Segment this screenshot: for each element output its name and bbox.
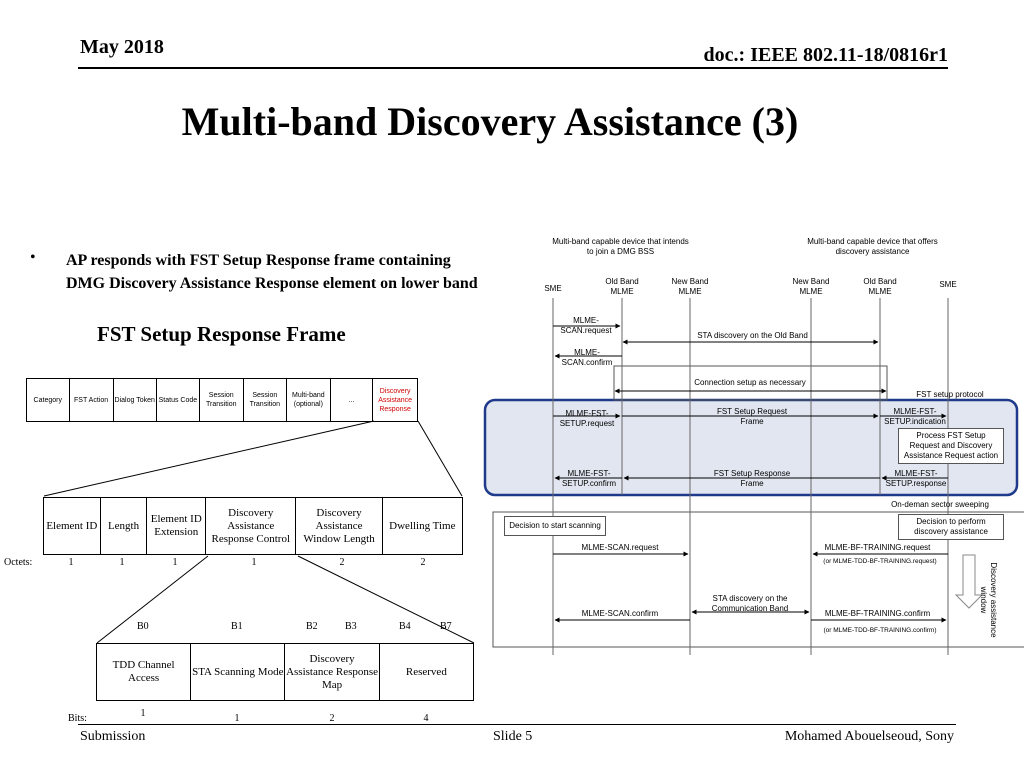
header-rule xyxy=(78,67,948,69)
fst-response-frame-label: FST Setup Response Frame xyxy=(713,469,791,488)
fst-setup-request-label: MLME-FST-SETUP.request xyxy=(559,409,615,428)
frame-field: Multi-band (optional) xyxy=(286,378,331,422)
fst-request-frame-label: FST Setup Request Frame xyxy=(716,407,788,426)
footer-author: Mohamed Abouelseoud, Sony xyxy=(784,729,954,744)
bf-training-request-label: MLME-BF-TRAINING.request xyxy=(824,543,931,552)
decision-scan-box: Decision to start scanning xyxy=(504,516,606,536)
element-field: Element ID Extension xyxy=(146,497,207,555)
control-field: TDD Channel Access xyxy=(95,643,192,701)
control-field: Reserved xyxy=(378,643,475,701)
bit-label: B0 xyxy=(137,621,149,632)
octet-value: 2 xyxy=(420,557,426,568)
bullet-text: AP responds with FST Setup Response fram… xyxy=(66,252,478,292)
fst-setup-response-label: MLME-FST-SETUP.response xyxy=(885,469,947,488)
bullet-marker: • xyxy=(30,249,36,266)
bit-label: B2 xyxy=(306,621,318,632)
control-field: Discovery Assistance Response Map xyxy=(284,643,380,701)
frame-field: Session Transition xyxy=(198,378,244,422)
old-band-right-label: Old Band MLME xyxy=(863,277,897,296)
bit-count: 1 xyxy=(234,713,240,724)
process-fst-box: Process FST Setup Request and Discovery … xyxy=(898,428,1004,464)
footer-rule xyxy=(78,724,956,725)
octet-value: 2 xyxy=(339,557,345,568)
fst-setup-confirm-label: MLME-FST-SETUP.confirm xyxy=(561,469,617,488)
new-band-left-label: New Band MLME xyxy=(671,277,709,296)
octet-value: 1 xyxy=(119,557,125,568)
right-device-label: Multi-band capable device that offers di… xyxy=(807,237,938,256)
octet-value: 1 xyxy=(68,557,74,568)
fst-frame-table: Category FST Action Dialog Token Status … xyxy=(26,378,418,422)
scan-request-label: MLME-SCAN.request xyxy=(560,316,612,335)
mlme-scan-confirm-label: MLME-SCAN.confirm xyxy=(581,609,659,618)
control-table: TDD Channel Access STA Scanning Mode Dis… xyxy=(95,643,475,701)
sta-discovery-old-label: STA discovery on the Old Band xyxy=(697,331,808,340)
control-field: STA Scanning Mode xyxy=(190,643,286,701)
bf-training-confirm-label: MLME-BF-TRAINING.confirm xyxy=(824,609,931,618)
element-table: Element ID Length Element ID Extension D… xyxy=(43,497,464,555)
bit-label: B4 xyxy=(399,621,411,632)
new-band-right-label: New Band MLME xyxy=(792,277,830,296)
connection-setup-label: Connection setup as necessary xyxy=(694,378,806,387)
frame-title: FST Setup Response Frame xyxy=(97,322,346,346)
octet-value: 1 xyxy=(251,557,257,568)
bit-label: B3 xyxy=(345,621,357,632)
frame-field-highlight: Discovery Assistance Response xyxy=(372,378,418,422)
header-date: May 2018 xyxy=(80,36,164,58)
element-field: Discovery Assistance Response Control xyxy=(205,497,297,555)
discovery-window-label: Discovery assistance window xyxy=(979,562,998,638)
bit-label: B7 xyxy=(440,621,452,632)
header-doc-id: doc.: IEEE 802.11-18/0816r1 xyxy=(703,44,948,66)
mlme-scan-request-label: MLME-SCAN.request xyxy=(581,543,659,552)
left-device-label: Multi-band capable device that intends t… xyxy=(552,237,689,256)
sme-left-label: SME xyxy=(544,284,562,293)
tdd-bf-confirm-label: (or MLME-TDD-BF-TRAINING.confirm) xyxy=(823,627,937,634)
footer-slide-number: Slide 5 xyxy=(493,729,533,744)
footer-submission: Submission xyxy=(80,729,146,744)
bits-label: Bits: xyxy=(68,713,87,724)
bit-count: 1 xyxy=(140,708,146,719)
frame-field: Status Code xyxy=(155,378,200,422)
element-field: Dwelling Time xyxy=(381,497,464,555)
bit-count: 4 xyxy=(423,713,429,724)
frame-field: Dialog Token xyxy=(112,378,157,422)
octets-label: Octets: xyxy=(4,557,33,568)
octet-value: 1 xyxy=(172,557,178,568)
sta-discovery-comm-label: STA discovery on the Communication Band xyxy=(711,594,789,613)
fst-setup-indication-label: MLME-FST-SETUP.indication xyxy=(884,407,946,426)
element-field: Discovery Assistance Window Length xyxy=(295,497,383,555)
frame-field: Session Transition xyxy=(242,378,288,422)
sector-sweeping-label: On-deman sector sweeping xyxy=(891,500,989,509)
old-band-left-label: Old Band MLME xyxy=(605,277,639,296)
tdd-bf-request-label: (or MLME-TDD-BF-TRAINING.request) xyxy=(823,558,937,565)
fst-setup-protocol-label: FST setup protocol xyxy=(916,390,984,399)
slide-title: Multi-band Discovery Assistance (3) xyxy=(181,99,799,144)
bit-label: B1 xyxy=(231,621,243,632)
bit-count: 2 xyxy=(329,713,335,724)
decision-discovery-box: Decision to perform discovery assistance xyxy=(898,514,1004,540)
sme-right-label: SME xyxy=(939,280,957,289)
element-field: Element ID xyxy=(43,497,101,555)
scan-confirm-label: MLME-SCAN.confirm xyxy=(561,348,613,367)
element-field: Length xyxy=(99,497,148,555)
frame-field: FST Action xyxy=(68,378,114,422)
